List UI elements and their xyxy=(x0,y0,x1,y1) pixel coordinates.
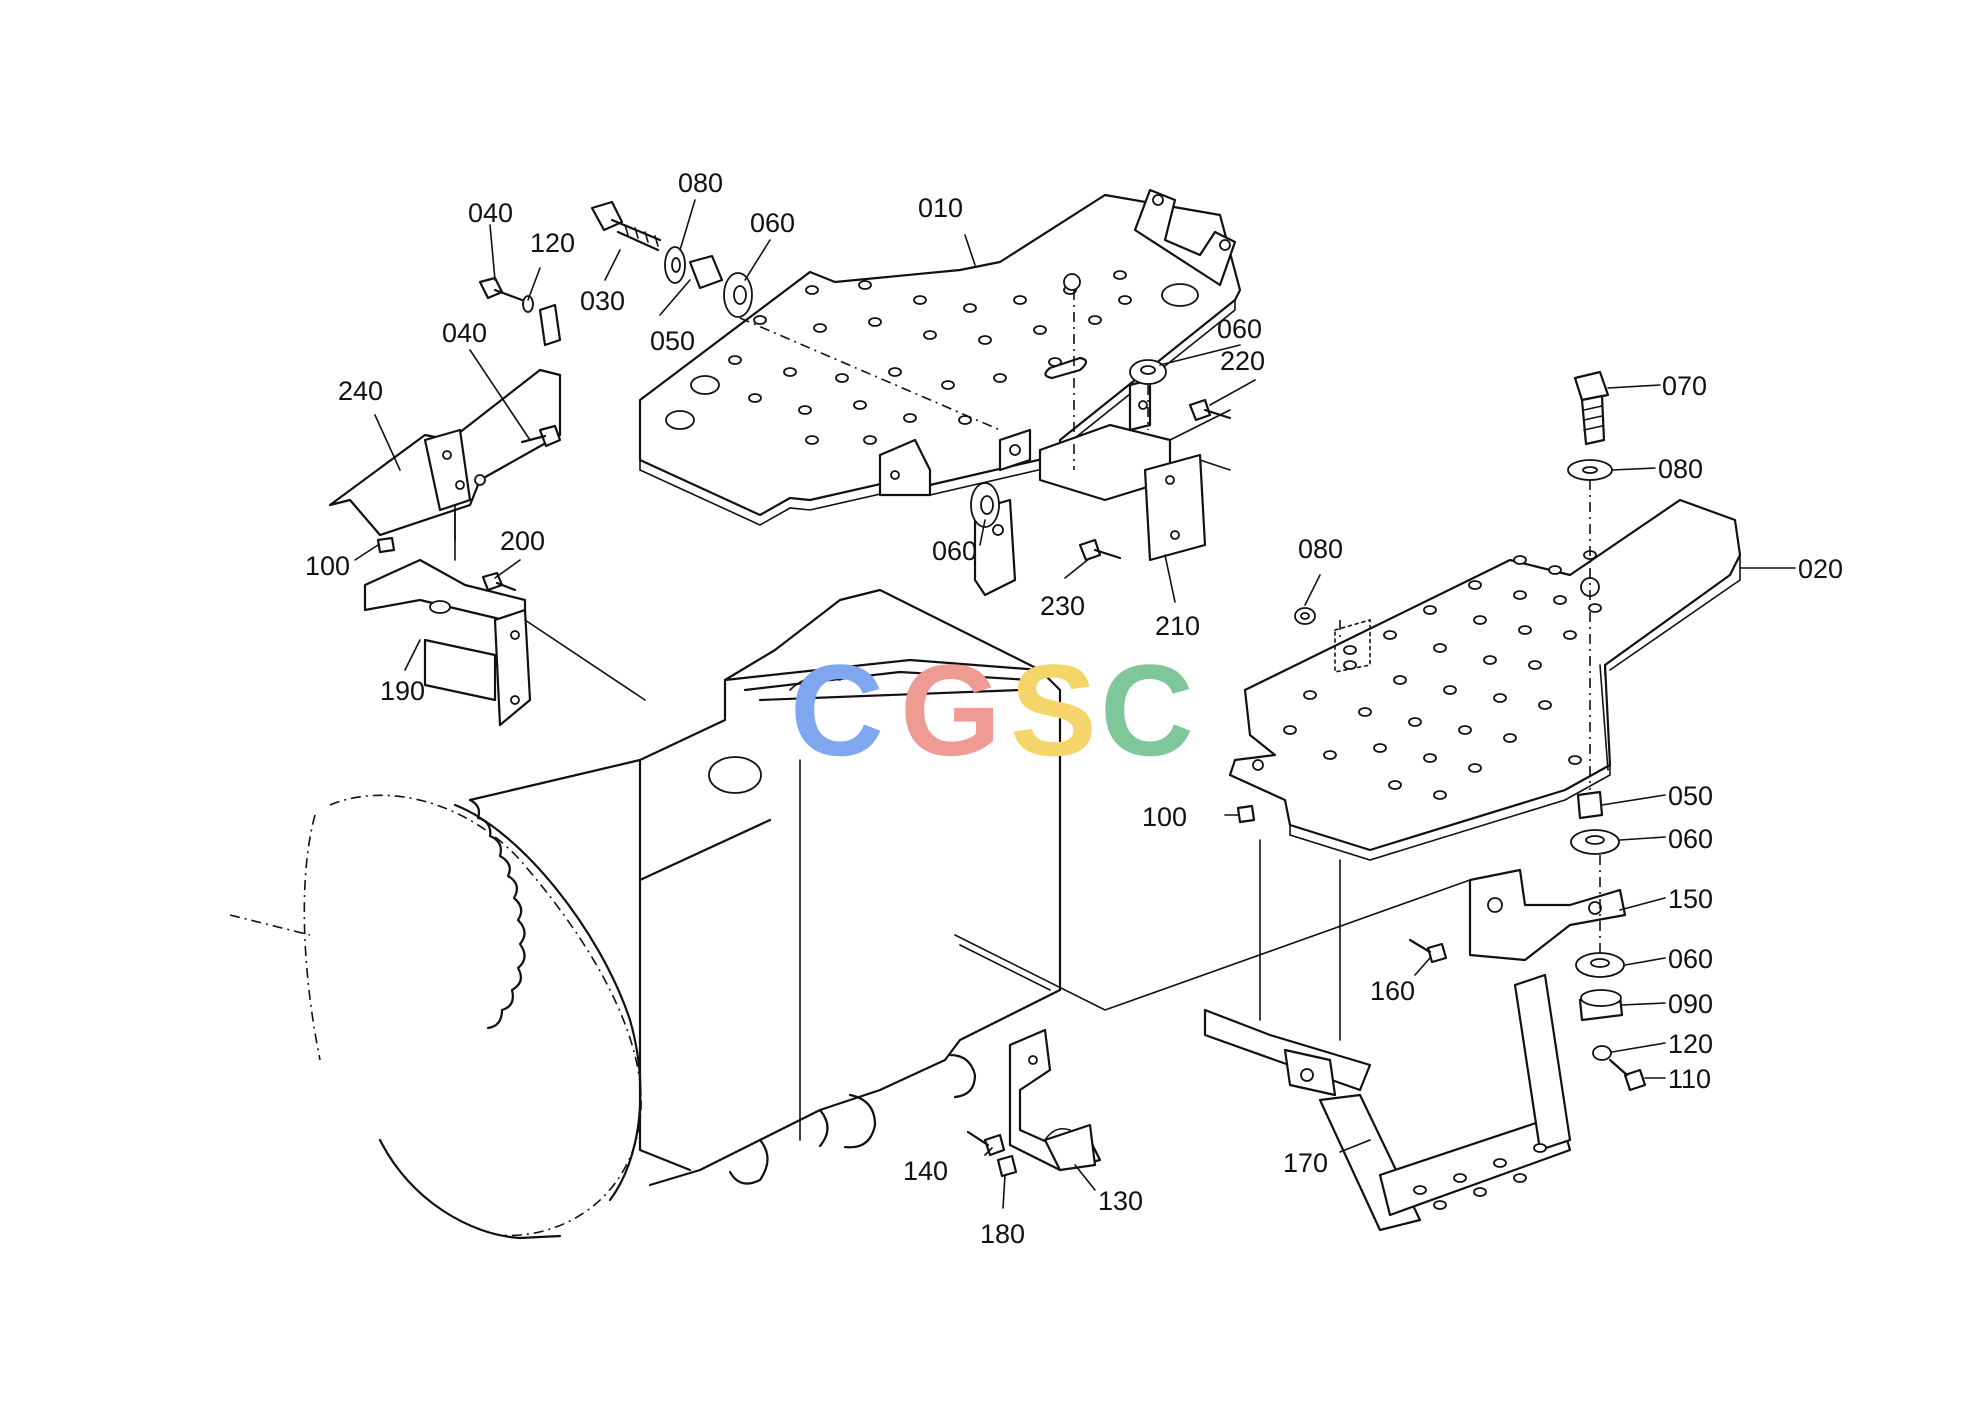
bracket-130 xyxy=(1008,1028,1102,1172)
callout-060-right-lower: 060 xyxy=(1668,944,1713,974)
callout-080-mid: 080 xyxy=(1298,534,1343,564)
callout-060-top: 060 xyxy=(750,208,795,238)
watermark-letter-g: G xyxy=(900,637,1001,783)
step-170 xyxy=(1203,973,1572,1232)
callout-240: 240 xyxy=(338,376,383,406)
callout-170: 170 xyxy=(1283,1148,1328,1178)
callout-150: 150 xyxy=(1668,884,1713,914)
fasteners xyxy=(376,200,1647,1178)
watermark-letter-c2: C xyxy=(1100,637,1194,783)
plate-010-holes xyxy=(728,270,1132,445)
callout-060-lower: 060 xyxy=(932,536,977,566)
bracket-190 xyxy=(363,494,646,727)
callout-040-top: 040 xyxy=(468,198,513,228)
watermark: C G S C xyxy=(790,637,1194,783)
callout-140: 140 xyxy=(903,1156,948,1186)
watermark-letter-s: S xyxy=(1010,637,1097,783)
watermark-letter-c1: C xyxy=(790,637,884,783)
callout-110: 110 xyxy=(1668,1064,1711,1094)
callout-120-top: 120 xyxy=(530,228,575,258)
callout-200: 200 xyxy=(500,526,545,556)
step-170-holes xyxy=(1413,1143,1547,1210)
callout-210: 210 xyxy=(1155,611,1200,641)
callout-100-left: 100 xyxy=(305,551,350,581)
callout-060-right-upper: 060 xyxy=(1668,824,1713,854)
plate-020-holes xyxy=(1283,550,1602,800)
callout-100-mid: 100 xyxy=(1142,802,1187,832)
label-leaders xyxy=(354,199,1796,1209)
bracket-240 xyxy=(328,303,562,537)
floor-plate-020 xyxy=(1228,498,1742,861)
bracket-150 xyxy=(1468,868,1627,962)
callout-160: 160 xyxy=(1370,976,1415,1006)
callout-080-right: 080 xyxy=(1658,454,1703,484)
callout-040-lower: 040 xyxy=(442,318,487,348)
callout-220: 220 xyxy=(1220,346,1265,376)
alignment-lines xyxy=(454,290,1601,1041)
callout-020: 020 xyxy=(1798,554,1843,584)
callout-050-top: 050 xyxy=(650,326,695,356)
callout-130: 130 xyxy=(1098,1186,1143,1216)
callout-labels: 010 020 030 040 040 050 050 060 060 060 … xyxy=(305,168,1843,1249)
callout-090: 090 xyxy=(1668,989,1713,1019)
callout-070: 070 xyxy=(1662,371,1707,401)
callout-120-right: 120 xyxy=(1668,1029,1713,1059)
transmission-housing xyxy=(229,588,1062,1240)
callout-230: 230 xyxy=(1040,591,1085,621)
support-210 xyxy=(973,378,1231,597)
callout-080-top: 080 xyxy=(678,168,723,198)
callout-060-mid: 060 xyxy=(1217,314,1262,344)
callout-190: 190 xyxy=(380,676,425,706)
callout-180: 180 xyxy=(980,1219,1025,1249)
callout-050-right: 050 xyxy=(1668,781,1713,811)
callout-010: 010 xyxy=(918,193,963,223)
callout-030: 030 xyxy=(580,286,625,316)
